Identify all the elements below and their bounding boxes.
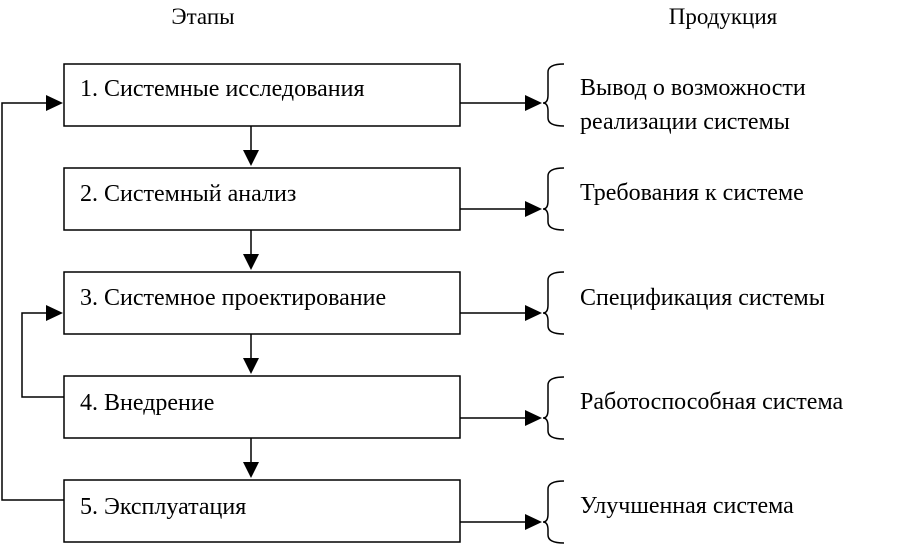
down-arrow-3-4 <box>243 334 259 374</box>
stages-header: Этапы <box>171 4 234 29</box>
stage-box-4: 4. Внедрение <box>63 375 461 439</box>
stage-box-2: 2. Системный анализ <box>63 167 461 231</box>
down-arrow-1-2 <box>243 126 259 166</box>
stage-label-1: 1. Системные исследования <box>80 76 365 102</box>
feedback-arrow-5-to-1 <box>1 95 64 501</box>
stage-box-3: 3. Системное проектирование <box>63 271 461 335</box>
bracket-5 <box>542 480 565 544</box>
stage-box-1: 1. Системные исследования <box>63 63 461 127</box>
bracket-4 <box>542 376 565 440</box>
output-arrow-4 <box>460 410 542 426</box>
stage-label-3: 3. Системное проектирование <box>80 285 386 311</box>
stage-box-5: 5. Эксплуатация <box>63 479 461 543</box>
bracket-1 <box>542 63 565 127</box>
down-arrow-2-3 <box>243 230 259 270</box>
output-arrow-1 <box>460 95 542 111</box>
bracket-3 <box>542 271 565 335</box>
output-arrow-3 <box>460 305 542 321</box>
stage-label-2: 2. Системный анализ <box>80 181 296 207</box>
feedback-arrow-4-to-3 <box>21 305 64 398</box>
product-5: Улучшенная система <box>580 493 794 519</box>
output-arrow-2 <box>460 201 542 217</box>
product-2: Требования к системе <box>580 180 804 206</box>
product-3: Спецификация системы <box>580 285 825 311</box>
stage-label-5: 5. Эксплуатация <box>80 494 246 520</box>
bracket-2 <box>542 167 565 231</box>
product-4: Работоспособная система <box>580 389 843 415</box>
product-1-line2: реализации системы <box>580 109 790 135</box>
down-arrow-4-5 <box>243 438 259 478</box>
products-header: Продукция <box>669 4 778 29</box>
output-arrow-5 <box>460 514 542 530</box>
product-1-line1: Вывод о возможности <box>580 75 806 101</box>
stage-label-4: 4. Внедрение <box>80 390 214 416</box>
